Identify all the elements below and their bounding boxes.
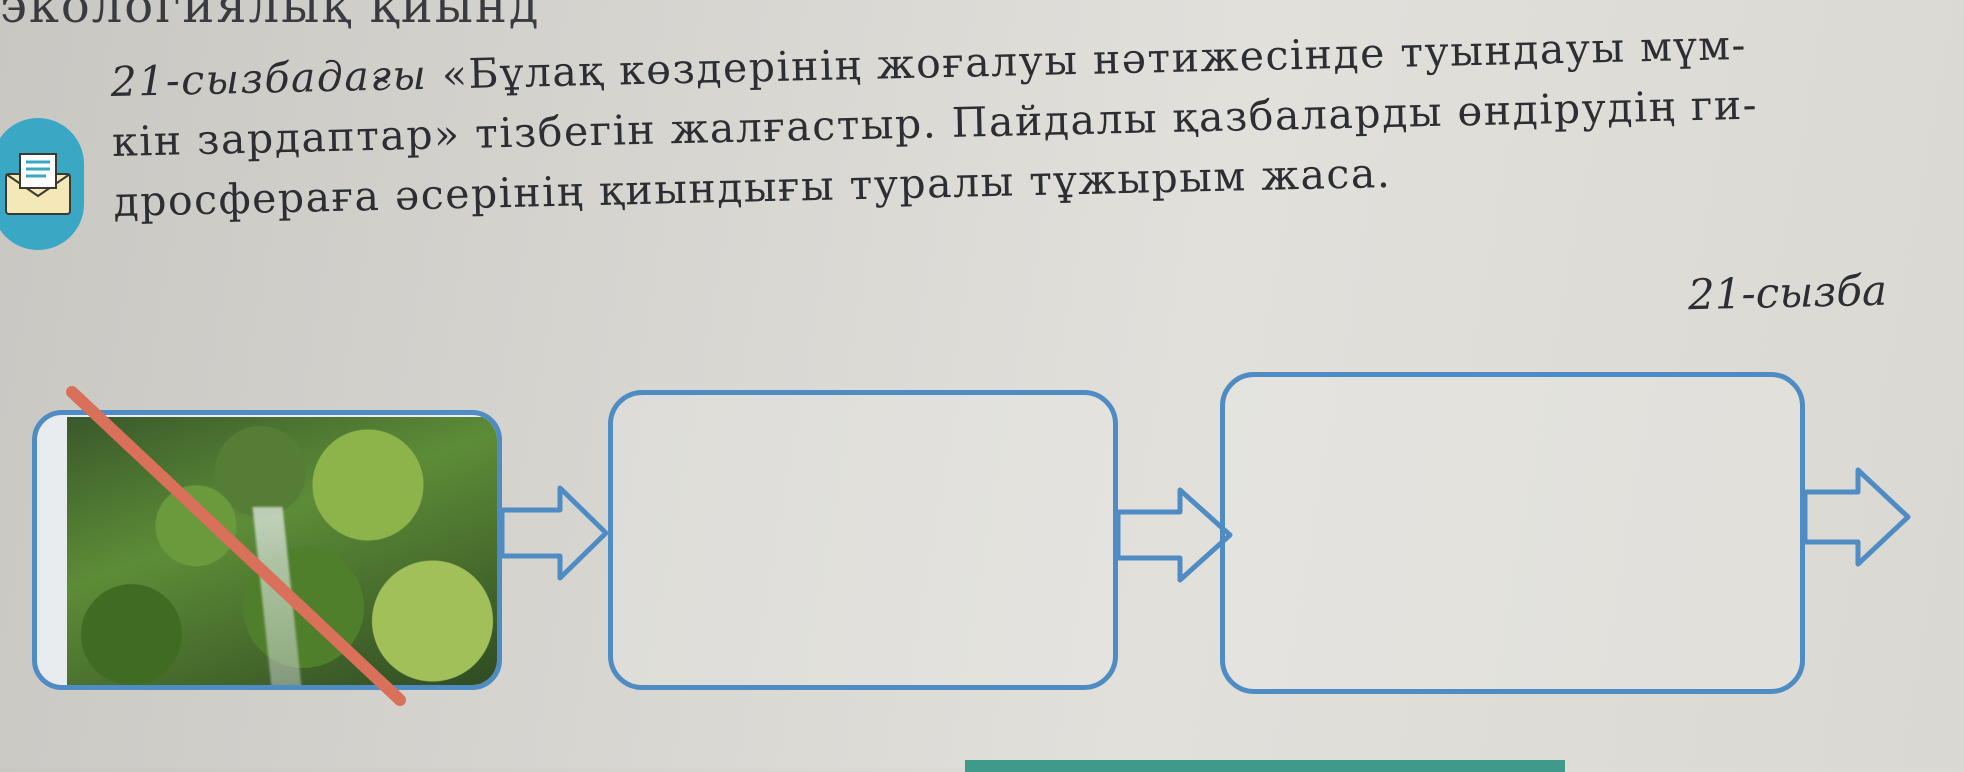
envelope-svg [5, 153, 71, 215]
bottom-color-bar [965, 760, 1565, 772]
task-envelope-icon [0, 118, 84, 250]
arrow-right-icon-3 [1802, 467, 1911, 567]
empty-answer-box-1[interactable] [608, 390, 1118, 690]
top-fragment-text: экологиялық қиынд [0, 0, 541, 34]
arrow-right-icon-1 [499, 485, 609, 581]
cross-out-line [66, 386, 406, 706]
arrow-right-icon-2 [1115, 487, 1233, 583]
empty-answer-box-2[interactable] [1220, 372, 1805, 694]
